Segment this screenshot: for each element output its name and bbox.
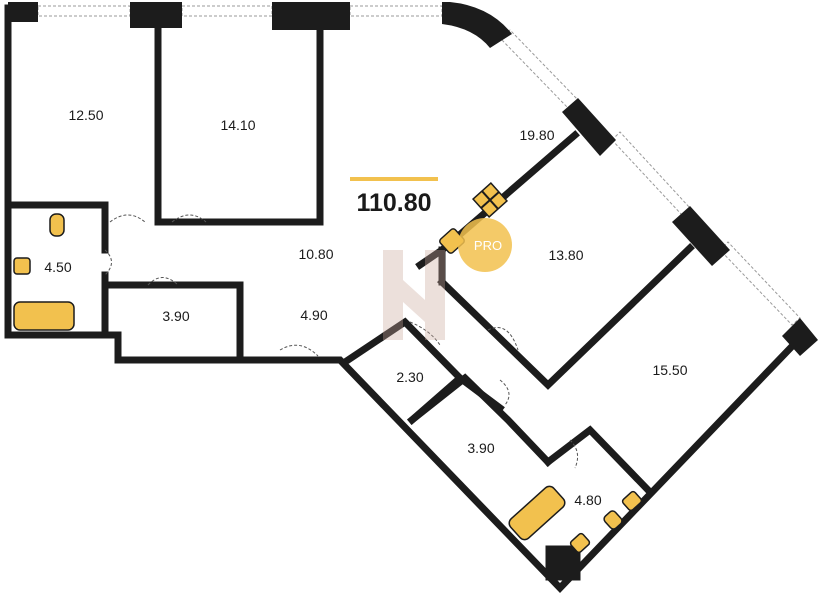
window-diagonal-2	[611, 131, 691, 216]
watermark-logo	[383, 250, 445, 340]
room-area-bedroom-3: 13.80	[548, 247, 583, 263]
wall-pier-3	[272, 2, 350, 30]
window-diagonal-3	[719, 241, 801, 326]
exterior-walls	[4, 2, 818, 594]
room-area-bathroom-2: 4.80	[574, 492, 601, 508]
window-top-1	[37, 5, 131, 17]
toilet-icon-2	[603, 510, 623, 530]
door-entrance	[279, 344, 319, 357]
wall-pier-5	[672, 206, 730, 266]
room-area-hallway: 10.80	[298, 246, 333, 262]
wall-corridor	[455, 373, 505, 413]
wall-pier-2	[130, 2, 182, 28]
wall-bath2	[543, 425, 655, 497]
fixtures	[13, 181, 643, 554]
room-area-bedroom-1: 12.50	[68, 107, 103, 123]
room-labels: 12.50 14.10 19.80 13.80 4.50 10.80 3.90 …	[44, 107, 687, 508]
wall-pier-1	[8, 2, 38, 22]
door-bed1	[109, 214, 146, 223]
doors	[104, 214, 579, 469]
sink-icon	[13, 257, 31, 275]
door-storage1	[147, 277, 179, 286]
wall-storage1	[104, 281, 244, 359]
bathtub-icon-2	[508, 485, 566, 541]
room-area-storage-2: 3.90	[467, 440, 494, 456]
sink-icon-3	[569, 532, 591, 554]
stove-icon	[471, 181, 509, 219]
total-area: 110.80	[356, 189, 431, 217]
room-area-master-bedroom: 15.50	[652, 362, 687, 378]
sink-icon-2	[621, 490, 643, 512]
room-area-living-room: 19.80	[519, 127, 554, 143]
bathtub-icon	[13, 301, 75, 331]
door-bed3	[487, 327, 519, 351]
small-closet	[545, 545, 581, 581]
door-bath2	[569, 439, 579, 469]
watermark-text: PRO	[474, 238, 502, 253]
window-top-3	[349, 5, 443, 17]
wall-pier-6	[782, 318, 818, 356]
wall-corner-rounded	[442, 2, 512, 48]
wall-bed3-bottom	[437, 243, 695, 390]
room-area-bathroom-1: 4.50	[44, 259, 71, 275]
watermark-badge	[458, 218, 512, 272]
total-area-underline	[350, 177, 438, 181]
outer-wall	[4, 4, 804, 594]
door-bath1	[104, 249, 112, 276]
door-master	[499, 379, 510, 406]
room-area-corridor: 4.90	[300, 307, 327, 323]
door-wc	[409, 321, 441, 346]
room-area-bedroom-2: 14.10	[220, 117, 255, 133]
room-area-storage-1: 3.90	[162, 308, 189, 324]
room-area-wc: 2.30	[396, 369, 423, 385]
window-top-2	[181, 5, 273, 17]
toilet-icon	[49, 213, 65, 237]
wall-pier-4	[562, 98, 616, 156]
windows	[37, 5, 801, 326]
window-diagonal-1	[499, 29, 579, 109]
interior-walls	[4, 24, 695, 581]
